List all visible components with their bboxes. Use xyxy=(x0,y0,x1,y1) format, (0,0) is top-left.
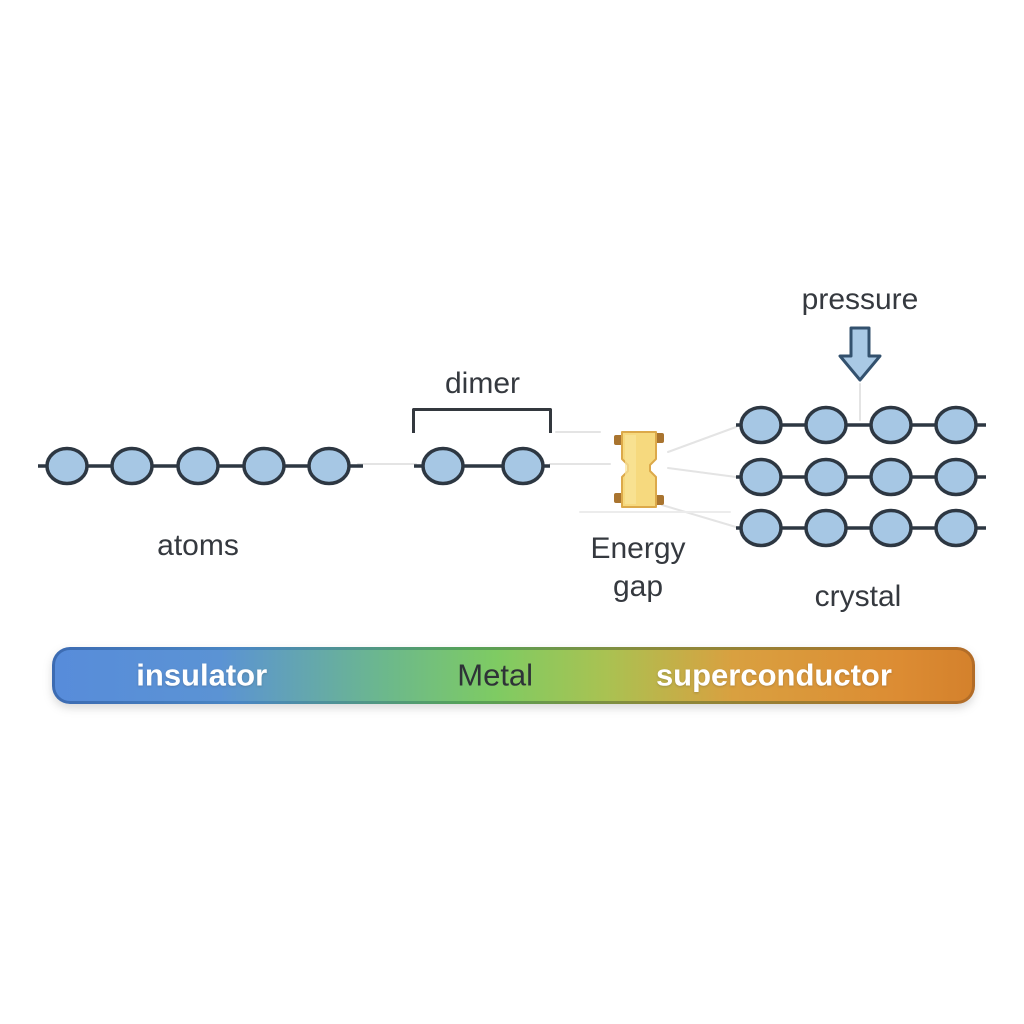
atom xyxy=(739,405,783,445)
energy-gap-shape xyxy=(614,431,664,508)
pressure-arrow-icon xyxy=(838,326,882,382)
atoms-label: atoms xyxy=(157,529,239,562)
phase-gradient-bar-fill: insulator Metal superconductor xyxy=(55,650,972,701)
atom xyxy=(804,405,848,445)
atom xyxy=(804,457,848,497)
pressure-label: pressure xyxy=(801,283,919,316)
crystal-row xyxy=(736,457,986,497)
crystal-label: crystal xyxy=(814,580,902,613)
atom xyxy=(739,457,783,497)
energy-gap-label-line2: gap xyxy=(612,570,664,603)
atom xyxy=(869,508,913,548)
atom xyxy=(934,405,978,445)
phase-label-insulator: insulator xyxy=(136,656,268,692)
atom xyxy=(45,446,89,486)
atom xyxy=(501,446,545,486)
atom xyxy=(176,446,220,486)
dimer-label: dimer xyxy=(444,367,520,400)
atom xyxy=(804,508,848,548)
dimer-chain xyxy=(414,446,550,486)
phase-gradient-bar: insulator Metal superconductor xyxy=(52,647,975,704)
dimer-bracket xyxy=(412,408,552,433)
atom xyxy=(739,508,783,548)
atom xyxy=(421,446,465,486)
atoms-chain xyxy=(38,446,363,486)
atom xyxy=(110,446,154,486)
energy-gap-label-line1: Energy xyxy=(590,532,686,565)
phase-label-metal: Metal xyxy=(457,656,534,692)
atom xyxy=(934,508,978,548)
crystal-row xyxy=(736,405,986,445)
atom xyxy=(934,457,978,497)
atom xyxy=(869,457,913,497)
crystal-row xyxy=(736,508,986,548)
atom xyxy=(869,405,913,445)
phase-label-superconductor: superconductor xyxy=(655,656,892,692)
atom xyxy=(242,446,286,486)
atom xyxy=(307,446,351,486)
